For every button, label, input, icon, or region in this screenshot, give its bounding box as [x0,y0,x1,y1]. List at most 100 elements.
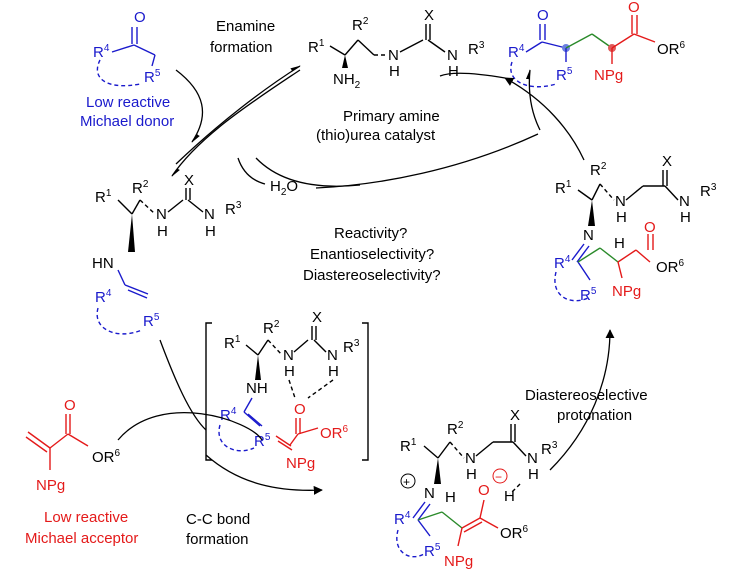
svg-text:N: N [156,206,167,223]
michael-donor-structure: O R4 R5 [93,9,161,87]
svg-text:O: O [478,482,490,499]
svg-text:N: N [583,227,594,244]
svg-text:N: N [679,193,690,210]
svg-text:R5: R5 [556,66,573,84]
catalyst-structure: R1 R2 X N H N H R3 NH2 [308,7,485,91]
svg-text:R2: R2 [447,420,464,438]
enamine-formation-label-2: formation [210,39,273,56]
product-structure: O O OR6 NPg R4 R5 [508,0,686,88]
catalyst-label-line1: Primary amine [343,108,440,125]
svg-text:N: N [204,206,215,223]
svg-text:H: H [504,488,515,505]
svg-text:H: H [614,235,625,252]
svg-text:H: H [466,466,477,483]
water-label: H2O [270,178,298,198]
enolate-intermediate-structure: R1 R2 X N H N H R3 + N H R4 O − H O [394,407,558,570]
svg-text:O: O [294,401,306,418]
svg-text:R3: R3 [541,440,558,458]
svg-text:R5: R5 [143,312,160,330]
svg-text:X: X [424,7,434,24]
svg-text:NPg: NPg [286,455,315,472]
svg-text:H: H [616,209,627,226]
svg-text:N: N [283,347,294,364]
svg-text:H: H [205,223,216,240]
svg-text:R5: R5 [254,432,271,450]
svg-text:H: H [284,363,295,380]
svg-text:N: N [465,450,476,467]
svg-text:X: X [510,407,520,424]
svg-text:N: N [424,485,435,502]
svg-text:N: N [615,193,626,210]
svg-text:R2: R2 [590,161,607,179]
svg-text:H: H [389,63,400,80]
svg-text:R3: R3 [700,182,717,200]
svg-text:R4: R4 [394,510,411,528]
svg-text:OR6: OR6 [656,258,685,276]
svg-text:H: H [328,363,339,380]
enamine-structure: R1 R2 X N H N H R3 HN R4 R5 [92,172,242,335]
donor-label-line2: Michael donor [80,113,174,130]
svg-text:OR6: OR6 [657,40,686,58]
svg-text:R4: R4 [220,406,237,424]
svg-text:R1: R1 [400,437,417,455]
question-enantioselectivity: Enantioselectivity? [310,246,434,263]
svg-text:NH: NH [246,380,268,397]
svg-text:N: N [388,47,399,64]
donor-r5: R5 [144,68,161,86]
svg-text:N: N [527,450,538,467]
svg-text:R1: R1 [308,38,325,56]
svg-text:R2: R2 [132,179,149,197]
svg-text:X: X [662,153,672,170]
svg-text:R3: R3 [468,40,485,58]
svg-text:NH2: NH2 [333,71,361,91]
svg-text:NPg: NPg [444,553,473,570]
transition-state-structure: R1 R2 X N H N H R3 NH O OR6 NPg R4 R5 [205,309,369,472]
svg-text:R2: R2 [352,16,369,34]
svg-text:R2: R2 [263,319,280,337]
svg-text:NPg: NPg [612,283,641,300]
svg-text:H: H [445,489,456,506]
cycle-arrows [117,65,615,495]
svg-text:R5: R5 [580,286,597,304]
acceptor-label-line1: Low reactive [44,509,128,526]
svg-text:R3: R3 [343,338,360,356]
catalyst-label-line2: (thio)urea catalyst [316,127,436,144]
svg-text:NPg: NPg [36,477,65,494]
svg-text:H: H [448,63,459,80]
question-reactivity: Reactivity? [334,225,407,242]
iminium-intermediate-structure: R1 R2 X N H N H R3 N R4 O OR6 H NPg R5 [554,153,717,304]
svg-text:HN: HN [92,255,114,272]
svg-text:H: H [157,223,168,240]
svg-text:NPg: NPg [594,67,623,84]
michael-acceptor-structure: O OR6 NPg [25,397,121,494]
question-diastereoselectivity: Diastereoselectivity? [303,267,441,284]
svg-text:R1: R1 [95,188,112,206]
svg-text:OR6: OR6 [320,424,349,442]
svg-text:H: H [528,466,539,483]
svg-text:O: O [628,0,640,16]
svg-text:H: H [680,209,691,226]
svg-text:X: X [312,309,322,326]
svg-text:N: N [327,347,338,364]
svg-text:O: O [644,219,656,236]
svg-text:+: + [403,475,410,489]
svg-text:R1: R1 [555,179,572,197]
donor-oxygen: O [134,9,146,26]
svg-text:R4: R4 [554,254,571,272]
svg-text:N: N [447,47,458,64]
svg-text:R1: R1 [224,334,241,352]
svg-text:OR6: OR6 [500,524,529,542]
svg-text:R4: R4 [95,288,112,306]
svg-text:OR6: OR6 [92,448,121,466]
enamine-formation-label-1: Enamine [216,18,275,35]
acceptor-label-line2: Michael acceptor [25,530,138,547]
svg-text:−: − [495,470,502,484]
cc-bond-label-2: formation [186,531,249,548]
svg-text:O: O [64,397,76,414]
svg-text:R4: R4 [508,43,525,61]
donor-label-line1: Low reactive [86,94,170,111]
cc-bond-label-1: C-C bond [186,511,250,528]
svg-text:X: X [184,172,194,189]
protonation-label-2: protonation [557,407,632,424]
